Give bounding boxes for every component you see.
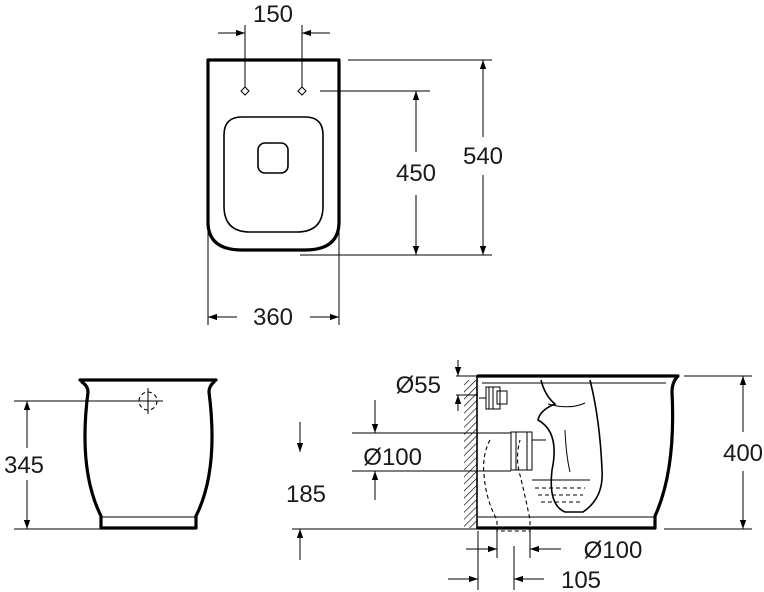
rear-outline — [78, 378, 218, 530]
dim-outlet-height: 185 — [286, 481, 326, 508]
trap-channel — [537, 379, 603, 513]
bowl-outline — [206, 58, 341, 252]
dim-floor-outlet-diameter: Ø100 — [584, 537, 643, 564]
dim-outlet-diameter: Ø100 — [363, 444, 422, 471]
dim-bolt-spacing: 150 — [253, 1, 293, 28]
bolt-hole-left — [240, 86, 250, 96]
rear-view: 345 — [4, 378, 218, 530]
dim-inlet-height: 345 — [4, 452, 44, 479]
outlet-pipe — [483, 439, 531, 532]
dim-inlet-diameter: Ø55 — [396, 372, 441, 399]
dim-total-depth: 540 — [463, 143, 503, 170]
side-view: Ø55 Ø100 185 Ø100 105 400 — [286, 360, 763, 592]
wall-hatching — [464, 380, 477, 528]
dim-seat-depth: 450 — [396, 160, 436, 187]
top-view: 150 360 450 540 — [206, 1, 503, 331]
outlet-connector — [510, 431, 533, 471]
dim-height: 400 — [723, 440, 763, 467]
side-outline — [476, 374, 680, 530]
seat-opening — [223, 116, 324, 233]
bolt-hole-right — [297, 86, 307, 96]
dim-outlet-offset: 105 — [561, 567, 601, 592]
flush-outlet — [257, 142, 289, 174]
dim-width: 360 — [253, 304, 293, 331]
